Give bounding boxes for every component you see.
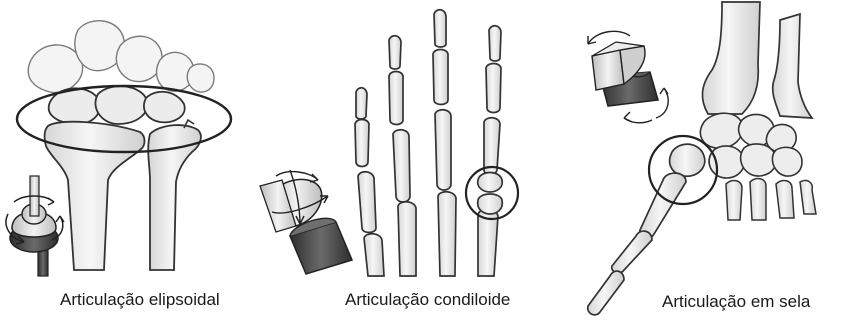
ellipsoid-joint-panel xyxy=(6,21,231,276)
caption-condyloid-joint: Articulação condiloide xyxy=(345,290,510,310)
wrist-carpals xyxy=(700,113,802,178)
mcp-joint xyxy=(478,173,503,215)
ulna-bone xyxy=(148,125,201,270)
forearm-bones xyxy=(702,2,812,118)
caption-ellipsoid-joint: Articulação elipsoidal xyxy=(60,290,220,310)
saddle-joint-panel xyxy=(588,2,816,315)
caption-saddle-joint: Articulação em sela xyxy=(662,292,810,312)
hand-metacarpals xyxy=(726,179,816,220)
saddle-model xyxy=(588,31,668,122)
thumb-bones xyxy=(588,144,705,315)
radius-bone xyxy=(45,122,145,270)
ellipsoid-model xyxy=(6,176,64,276)
finger-bones xyxy=(355,10,501,276)
condyloid-joint-panel xyxy=(260,10,518,276)
condyloid-model xyxy=(260,170,352,274)
carpal-bones-background xyxy=(28,21,214,93)
